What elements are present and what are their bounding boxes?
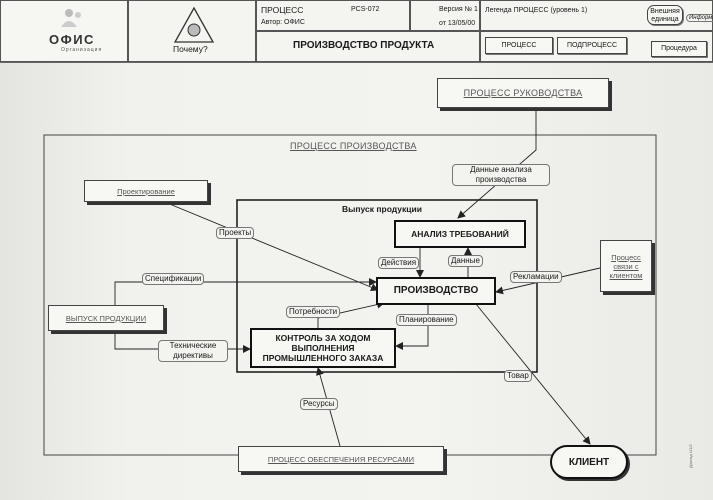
inner-frame [236, 199, 538, 373]
title-cell: ПРОИЗВОДСТВО ПРОДУКТА [256, 31, 480, 62]
resources-process-box[interactable]: ПРОЦЕСС ОБЕСПЕЧЕНИЯ РЕСУРСАМИ [238, 446, 444, 472]
procedure-button[interactable]: Процедура [651, 41, 707, 57]
mgmt-process-label: ПРОЦЕСС РУКОВОДСТВА [463, 88, 583, 98]
flow-needs [317, 300, 385, 330]
flow-specs [114, 278, 377, 305]
subprocess-button[interactable]: ПОДПРОЦЕСС [557, 37, 627, 54]
flow-mgmt-data [457, 105, 537, 219]
why-label[interactable]: Почему? [173, 44, 208, 54]
logo-text: ОФИС [49, 32, 95, 47]
external-unit-button[interactable]: Внешняя единица [647, 5, 683, 25]
production-box[interactable]: ПРОИЗВОДСТВО [376, 277, 496, 305]
logo-subtext: Организация [61, 47, 103, 53]
mgmt-data-label: Данные анализа производства [452, 164, 550, 186]
production-label: ПРОИЗВОДСТВО [393, 285, 479, 296]
req-analysis-box[interactable]: АНАЛИЗ ТРЕБОВАНИЙ [394, 220, 526, 248]
legend: Легенда ПРОЦЕСС (уровень 1) [485, 7, 588, 14]
doc-info-cell: ПРОЦЕСС PCS-072 Автор: ОФИС [256, 0, 410, 31]
complaints-label: Рекламации [510, 271, 562, 283]
header: ОФИС Организация Почему? ПРОЦЕСС PCS-072… [0, 0, 713, 63]
why-cell: Почему? [128, 0, 256, 62]
resources-label: Ресурсы [300, 398, 338, 410]
mgmt-process-box[interactable]: ПРОЦЕСС РУКОВОДСТВА [437, 78, 609, 108]
design-label: Проектирование [117, 186, 175, 196]
control-label: КОНТРОЛЬ ЗА ХОДОМ ВЫПОЛНЕНИЯ ПРОМЫШЛЕННО… [262, 333, 384, 363]
flow-projects [154, 197, 379, 292]
doc-code: PCS-072 [351, 6, 380, 13]
production-process-title: ПРОЦЕСС ПРОИЗВОДСТВА [290, 141, 417, 151]
version-cell: Версия № 1 от 13/05/00 [410, 0, 480, 31]
actions-label: Действия [378, 257, 420, 269]
needs-label: Потребности [286, 306, 341, 318]
product-release-ext-label: ВЫПУСК ПРОДУКЦИИ [65, 313, 147, 323]
req-analysis-label: АНАЛИЗ ТРЕБОВАНИЙ [411, 229, 509, 239]
logo-cell: ОФИС Организация [0, 0, 128, 62]
client-label: КЛИЕНТ [568, 456, 610, 468]
author: Автор: ОФИС [261, 19, 305, 26]
footer-note: Доклад 1/1/2 [688, 444, 693, 468]
version: Версия № 1 [439, 6, 478, 13]
legend-cell: Легенда ПРОЦЕСС (уровень 1) Внешняя един… [480, 0, 713, 31]
date: от 13/05/00 [439, 20, 476, 27]
flow-goods [475, 303, 591, 445]
customer-process-label: Процесс связи с клиентом [609, 252, 643, 280]
data-label: Данные [448, 255, 483, 267]
resources-process-label: ПРОЦЕСС ОБЕСПЕЧЕНИЯ РЕСУРСАМИ [267, 454, 415, 464]
design-box[interactable]: Проектирование [84, 180, 208, 202]
inner-frame-title: Выпуск продукции [342, 204, 422, 214]
buttons-cell: ПРОЦЕСС ПОДПРОЦЕСС Процедура [480, 31, 713, 62]
logo-figure-icon [59, 7, 85, 27]
projects-label: Проекты [216, 227, 255, 239]
goods-label: Товар [504, 370, 532, 382]
product-release-ext-box[interactable]: ВЫПУСК ПРОДУКЦИИ [48, 305, 164, 331]
planning-label: Планирование [396, 314, 457, 326]
info-label: Информация [686, 14, 713, 22]
specs-label: Спецификации [142, 273, 205, 285]
page-title: ПРОИЗВОДСТВО ПРОДУКТА [293, 40, 435, 51]
customer-process-box[interactable]: Процесс связи с клиентом [600, 240, 652, 292]
process-button[interactable]: ПРОЦЕСС [485, 37, 553, 54]
control-box[interactable]: КОНТРОЛЬ ЗА ХОДОМ ВЫПОЛНЕНИЯ ПРОМЫШЛЕННО… [250, 328, 396, 368]
triangle-eye-icon [173, 6, 215, 49]
doc-type: ПРОЦЕСС [261, 5, 304, 15]
tech-directives-label: Технические директивы [158, 340, 228, 362]
client-box[interactable]: КЛИЕНТ [550, 445, 628, 479]
